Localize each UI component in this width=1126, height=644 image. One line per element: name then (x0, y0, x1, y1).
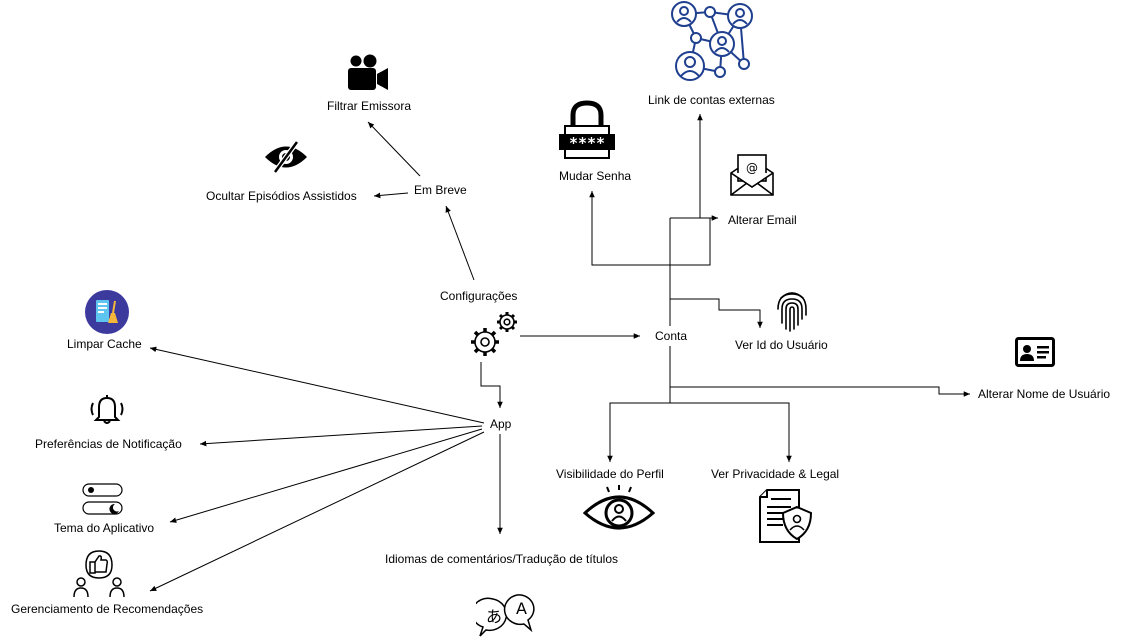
edge-embreve-ocultar (373, 192, 409, 199)
clean-cache-icon (85, 290, 129, 334)
edge-conta-senha (589, 191, 711, 266)
fingerprint-icon (777, 292, 807, 332)
node-mudar-senha: Mudar Senha (559, 169, 632, 183)
eye-person-icon (583, 485, 655, 530)
node-idiomas: Idiomas de comentários/Tradução de títul… (385, 552, 619, 566)
node-limpar-cache: Limpar Cache (67, 337, 142, 351)
node-configuracoes: Configurações (440, 289, 518, 303)
network-users-icon (671, 1, 753, 81)
edge-conta-privacidade (670, 402, 792, 462)
password-lock-icon: **** (559, 100, 615, 159)
thumbs-up-people-icon (73, 550, 125, 598)
edge-config-app (480, 362, 503, 408)
node-privacidade-legal: Ver Privacidade & Legal (711, 467, 840, 481)
email-at-glyph: @ (746, 161, 758, 175)
translate-ja-glyph: あ (486, 607, 502, 626)
translate-icon: あ A (476, 594, 535, 637)
node-ocultar-episodios: Ocultar Episódios Assistidos (206, 189, 357, 203)
edge-conta-nome (670, 386, 970, 397)
node-app: App (490, 417, 512, 431)
id-card-icon (1015, 337, 1055, 367)
bell-icon (90, 395, 124, 424)
privacy-document-icon (759, 489, 813, 543)
node-gerenciamento-recomendacoes: Gerenciamento de Recomendações (11, 602, 204, 616)
video-camera-icon (348, 54, 388, 90)
edge-conta-link (670, 114, 703, 219)
node-alterar-email: Alterar Email (728, 213, 797, 227)
node-tema-aplicativo: Tema do Aplicativo (54, 521, 155, 535)
edge-app-tema (169, 428, 483, 523)
edge-app-notificacao (199, 425, 483, 447)
node-ver-id: Ver Id do Usuário (735, 338, 828, 352)
eye-slash-icon (265, 140, 307, 174)
node-em-breve: Em Breve (414, 183, 467, 197)
password-asterisks: **** (569, 134, 605, 152)
edge-app-cache (149, 346, 485, 424)
edge-conta-id (670, 298, 763, 328)
gears-icon (471, 312, 517, 356)
edge-conta-visibilidade (607, 402, 670, 462)
node-filtrar-emissora: Filtrar Emissora (327, 99, 412, 113)
edge-config-embreve (445, 205, 475, 281)
node-alterar-nome: Alterar Nome de Usuário (978, 387, 1111, 401)
node-visibilidade-perfil: Visibilidade do Perfil (556, 467, 664, 481)
node-preferencias-notificacao: Preferências de Notificação (35, 437, 182, 451)
node-link-contas: Link de contas externas (648, 93, 775, 107)
node-conta: Conta (655, 329, 688, 343)
edge-app-recomendacoes (149, 431, 485, 592)
translate-latin-glyph: A (516, 599, 527, 618)
theme-toggle-icon (82, 483, 123, 515)
email-envelope-icon: @ (730, 154, 774, 196)
edge-embreve-filtrar (367, 121, 421, 177)
